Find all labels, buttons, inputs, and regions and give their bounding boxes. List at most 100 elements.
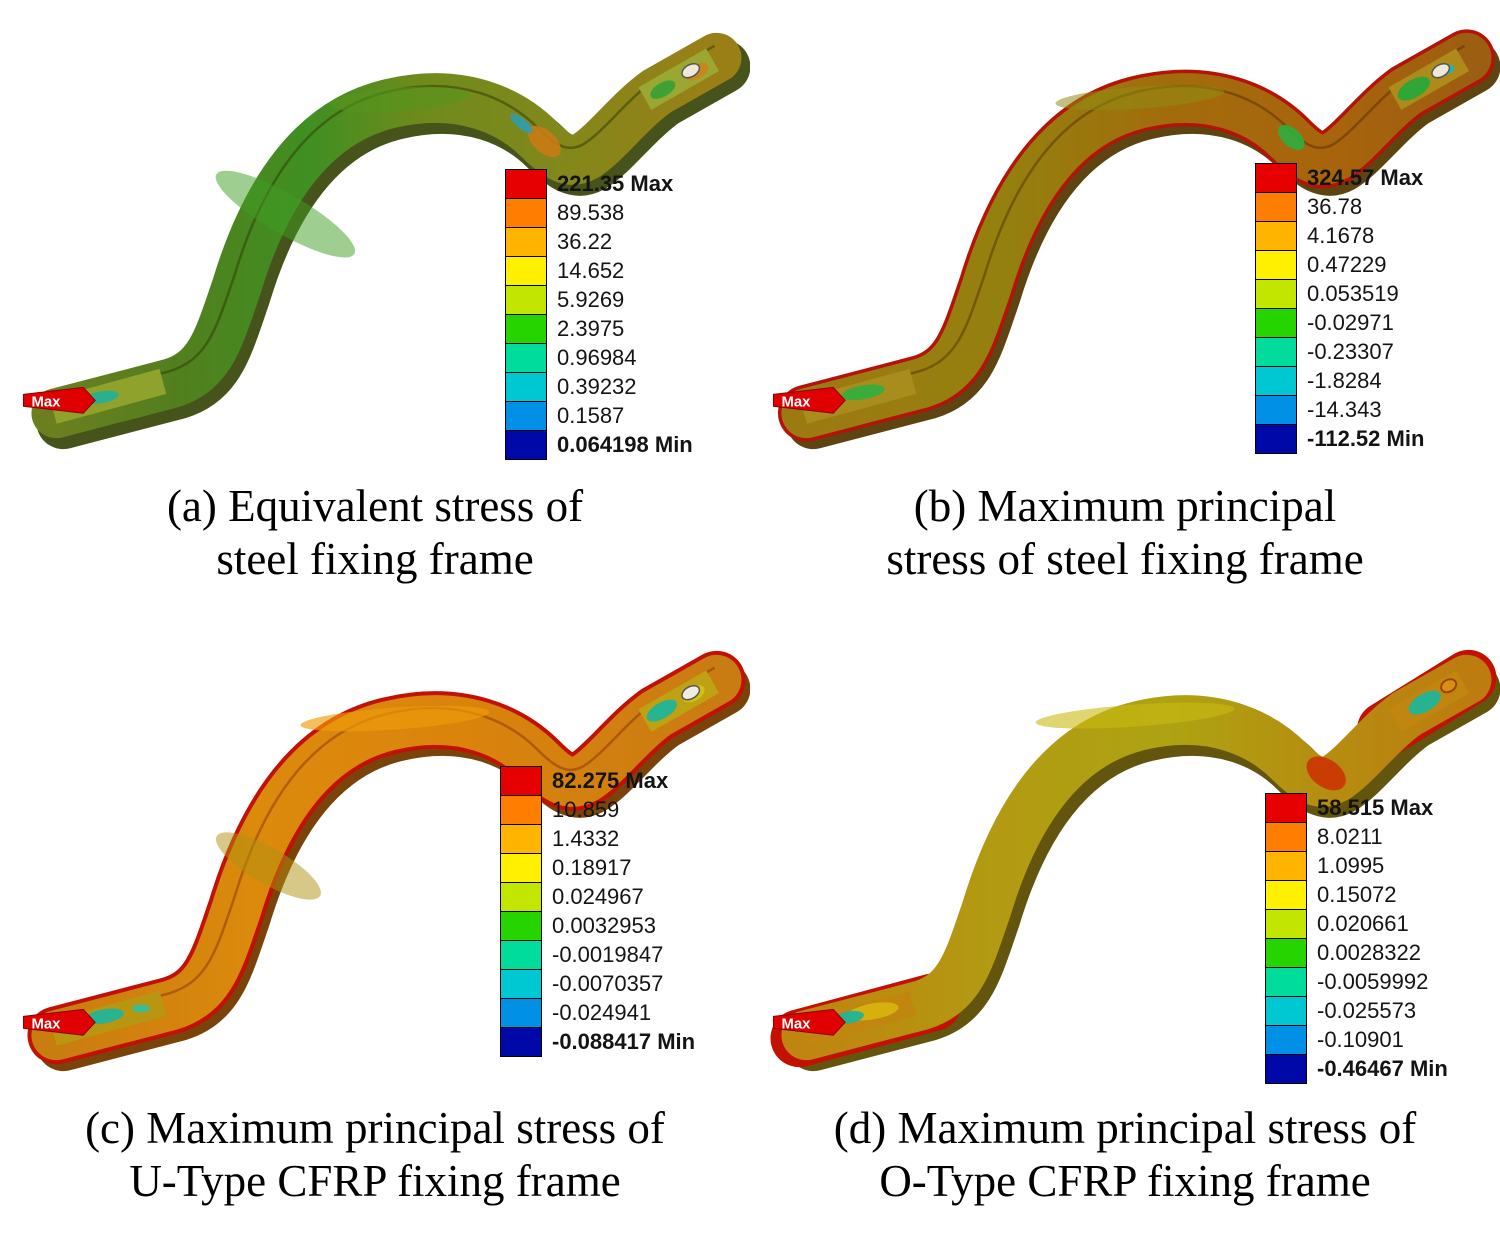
legend-row: 10.859 [500, 795, 695, 825]
legend-value-label: 0.18917 [552, 855, 632, 880]
legend-color-swatch [505, 227, 547, 257]
legend-color-swatch [1255, 424, 1297, 454]
contour-patch [527, 125, 561, 158]
legend-row: 1.0995 [1265, 851, 1448, 881]
legend-value-label: -0.0019847 [552, 942, 664, 967]
legend-color-swatch [1265, 822, 1307, 852]
legend-value-label: -0.46467 Min [1317, 1056, 1448, 1081]
fixing-frame-a: Max [22, 32, 750, 450]
contour-patch [215, 170, 356, 258]
legend-value-label: 1.4332 [552, 826, 620, 851]
legend-color-swatch [1265, 909, 1307, 939]
legend-row: 14.652 [505, 256, 693, 286]
legend-color-swatch [500, 1027, 542, 1057]
legend-value-label: 221.35 Max [557, 171, 674, 196]
max-marker: Max [772, 386, 846, 414]
bolt-hole [1440, 678, 1458, 694]
legend-color-swatch [500, 795, 542, 825]
legend-color-swatch [505, 198, 547, 228]
legend-color-swatch [505, 430, 547, 460]
contour-patch [1306, 756, 1346, 791]
max-marker: Max [772, 1008, 846, 1036]
legend-row: 0.024967 [500, 882, 695, 912]
max-marker-arrow [22, 386, 96, 414]
legend-value-label: -0.024941 [552, 1000, 652, 1025]
legend-row: 0.1587 [505, 401, 693, 431]
caption-d: (d) Maximum principal stress of O-Type C… [750, 1102, 1500, 1208]
legend-row: -0.0019847 [500, 940, 695, 970]
contour-patch [132, 1004, 150, 1013]
legend-value-label: 36.22 [557, 229, 613, 254]
max-marker-label: Max [31, 393, 61, 410]
legend-value-label: -0.088417 Min [552, 1029, 696, 1054]
legend-value-label: 0.0032953 [552, 913, 656, 938]
legend-color-swatch [1265, 880, 1307, 910]
legend-value-label: -0.0070357 [552, 971, 664, 996]
legend-row: -0.0070357 [500, 969, 695, 999]
contour-patch [1055, 85, 1225, 111]
legend-color-swatch [500, 969, 542, 999]
legend-color-swatch [1265, 793, 1307, 823]
legend-b: 324.57 Max 36.78 4.1678 0.47229 [1255, 163, 1424, 454]
legend-value-label: 0.0028322 [1317, 940, 1421, 965]
legend-value-label: 36.78 [1307, 194, 1363, 219]
caption-c-line1: (c) Maximum principal stress of [85, 1103, 665, 1153]
panel-d: Max 58.515 Max 8.0211 1.0995 [750, 622, 1500, 1259]
max-marker: Max [22, 386, 96, 414]
stress-model-a: Max [22, 32, 750, 450]
legend-row: 0.47229 [1255, 250, 1424, 280]
legend-value-label: 4.1678 [1307, 223, 1375, 248]
legend-row: 0.0032953 [500, 911, 695, 941]
legend-value-label: 14.652 [557, 258, 625, 283]
legend-row: 36.22 [505, 227, 693, 257]
panel-b: Max 324.57 Max 36.78 4.1678 [750, 0, 1500, 622]
caption-c-line2: U-Type CFRP fixing frame [129, 1156, 621, 1207]
legend-row: 2.3975 [505, 314, 693, 344]
contour-patch [1035, 702, 1235, 729]
legend-value-label: 10.859 [552, 797, 620, 822]
legend-row: 82.275 Max [500, 766, 695, 796]
legend-value-label: 0.064198 Min [557, 432, 693, 457]
bolt-hole [1431, 62, 1451, 79]
legend-value-label: -0.0059992 [1317, 969, 1429, 994]
legend-color-swatch [505, 285, 547, 315]
legend-row: 221.35 Max [505, 169, 693, 199]
max-marker-label: Max [781, 393, 811, 410]
legend-value-label: 324.57 Max [1307, 165, 1424, 190]
legend-row: 0.053519 [1255, 279, 1424, 309]
max-marker: Max [22, 1008, 96, 1036]
legend-color-swatch [505, 169, 547, 199]
panel-a: Max 221.35 Max 89.538 36.22 [0, 0, 750, 622]
legend-color-swatch [500, 824, 542, 854]
legend-value-label: 0.47229 [1307, 252, 1387, 277]
legend-row: -0.088417 Min [500, 1027, 695, 1057]
legend-value-label: 0.15072 [1317, 882, 1397, 907]
bolt-hole [681, 684, 701, 701]
legend-d: 58.515 Max 8.0211 1.0995 0.15072 [1265, 793, 1448, 1084]
legend-row: -0.23307 [1255, 337, 1424, 367]
legend-a: 221.35 Max 89.538 36.22 14.652 [505, 169, 693, 460]
legend-color-swatch [500, 853, 542, 883]
legend-color-swatch [505, 343, 547, 373]
contour-patch [300, 705, 490, 732]
legend-value-label: 82.275 Max [552, 768, 669, 793]
legend-color-swatch [1265, 851, 1307, 881]
caption-a-line2: steel fixing frame [216, 534, 534, 585]
legend-value-label: 0.1587 [557, 403, 625, 428]
legend-color-swatch [505, 256, 547, 286]
caption-c: (c) Maximum principal stress of U-Type C… [0, 1102, 750, 1208]
max-marker-arrow [772, 1008, 846, 1036]
caption-d-line2: O-Type CFRP fixing frame [879, 1156, 1371, 1207]
legend-value-label: -0.025573 [1317, 998, 1417, 1023]
legend-row: 0.15072 [1265, 880, 1448, 910]
contour-patch [510, 113, 533, 134]
legend-row: -0.10901 [1265, 1025, 1448, 1055]
legend-row: -14.343 [1255, 395, 1424, 425]
legend-row: 0.020661 [1265, 909, 1448, 939]
caption-a: (a) Equivalent stress of steel fixing fr… [0, 480, 750, 586]
legend-color-swatch [500, 940, 542, 970]
contour-patch [215, 832, 321, 900]
legend-color-swatch [1265, 967, 1307, 997]
caption-d-line1: (d) Maximum principal stress of [833, 1103, 1417, 1153]
